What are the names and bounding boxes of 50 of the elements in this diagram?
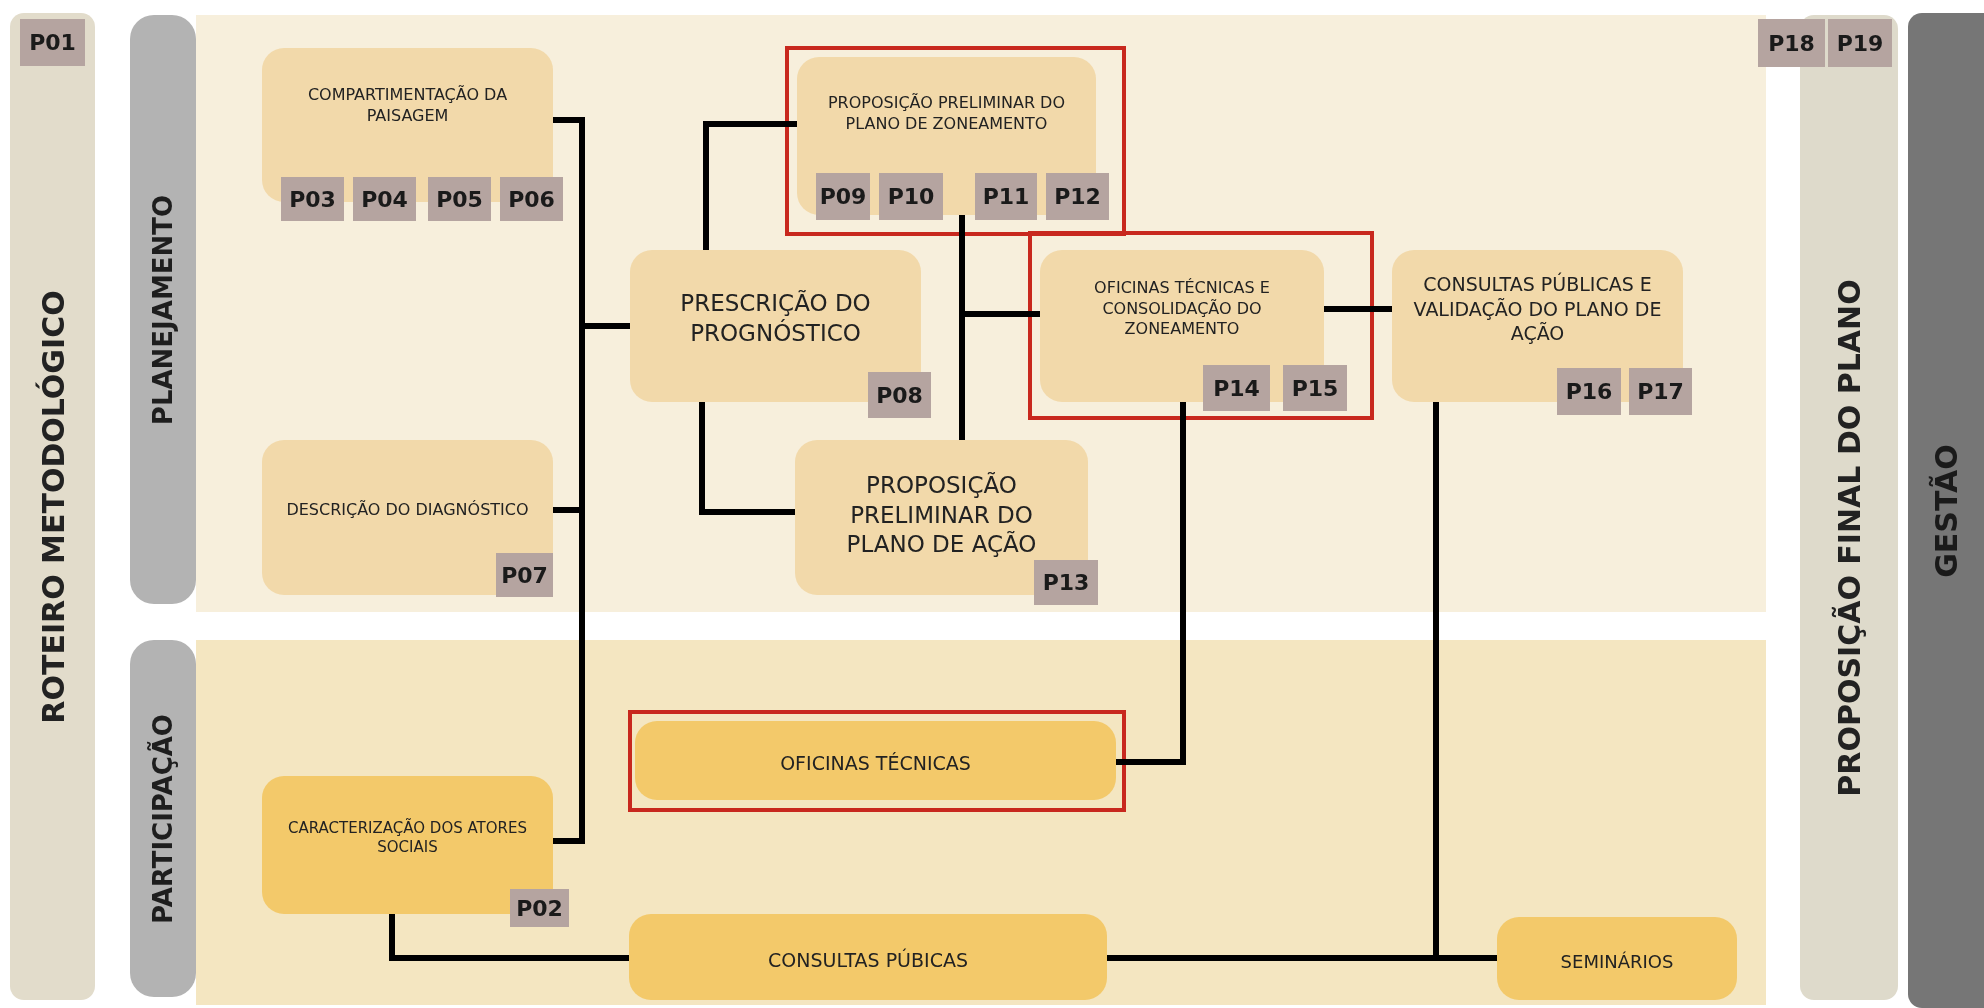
connector-line [389, 914, 629, 961]
page-code-tag: P02 [510, 889, 569, 927]
box-label: PROPOSIÇÃO PRELIMINAR DO PLANO DE ZONEAMENTO [826, 93, 1067, 135]
page-code-tag: P18 [1758, 19, 1825, 67]
page-code-tag: P11 [975, 173, 1037, 220]
page-code-tag: P17 [1629, 368, 1692, 415]
process-box [629, 914, 1107, 1000]
process-box [1392, 250, 1683, 402]
process-box [1497, 917, 1737, 1000]
column-band [10, 13, 95, 1000]
box-label: DESCRIÇÃO DO DIAGNÓSTICO [286, 500, 529, 521]
page-code-tag: P06 [500, 177, 563, 221]
page-code-tag: P10 [879, 173, 943, 220]
connector-line [703, 121, 797, 250]
page-code-tag: P05 [428, 177, 491, 221]
column-title: GESTÃO [1928, 443, 1964, 578]
page-code-tag: P16 [1557, 368, 1621, 415]
process-box [262, 440, 553, 595]
box-label: PRESCRIÇÃO DO PROGNÓSTICO [679, 289, 872, 348]
box-label: COMPARTIMENTAÇÃO DA PAISAGEM [306, 84, 509, 127]
box-label: OFICINAS TÉCNICAS [780, 751, 971, 776]
page-code-tag: P08 [868, 372, 931, 418]
box-label: PROPOSIÇÃO PRELIMINAR DO PLANO DE AÇÃO [845, 470, 1038, 560]
page-code-tag: P14 [1203, 365, 1270, 411]
page-code-tag: P13 [1034, 560, 1098, 605]
process-box [635, 721, 1116, 800]
page-code-tag: P09 [816, 173, 870, 220]
page-code-tag: P12 [1046, 173, 1109, 220]
connector-line [699, 402, 795, 515]
column-title: ROTEIRO METODOLÓGICO [35, 289, 70, 724]
section-title: PLANEJAMENTO [148, 194, 178, 425]
column-title: PROPOSIÇÃO FINAL DO PLANO [1831, 278, 1867, 797]
section-title: PARTICIPAÇÃO [148, 713, 178, 924]
column-band [1908, 13, 1984, 1008]
box-label: CONSULTAS PÚBLICAS E VALIDAÇÃO DO PLANO DE AÇÃO [1412, 271, 1663, 347]
box-label: OFICINAS TÉCNICAS E CONSOLIDAÇÃO DO ZONEAMENTO [1093, 277, 1271, 341]
box-label: SEMINÁRIOS [1560, 949, 1674, 974]
box-label: CONSULTAS PÚBICAS [768, 947, 968, 973]
page-code-tag: P07 [496, 553, 553, 597]
page-code-tag: P15 [1283, 365, 1347, 411]
process-box [795, 440, 1088, 595]
connector-line [1324, 306, 1392, 312]
connector-line [1116, 402, 1186, 765]
page-code-tag: P01 [20, 19, 85, 66]
page-code-tag: P19 [1828, 19, 1892, 67]
connector-line [959, 311, 1040, 440]
page-code-tag: P03 [281, 177, 344, 221]
box-label: CARACTERIZAÇÃO DOS ATORES SOCIAIS [287, 818, 528, 858]
page-code-tag: P04 [353, 177, 416, 221]
process-box [630, 250, 921, 402]
